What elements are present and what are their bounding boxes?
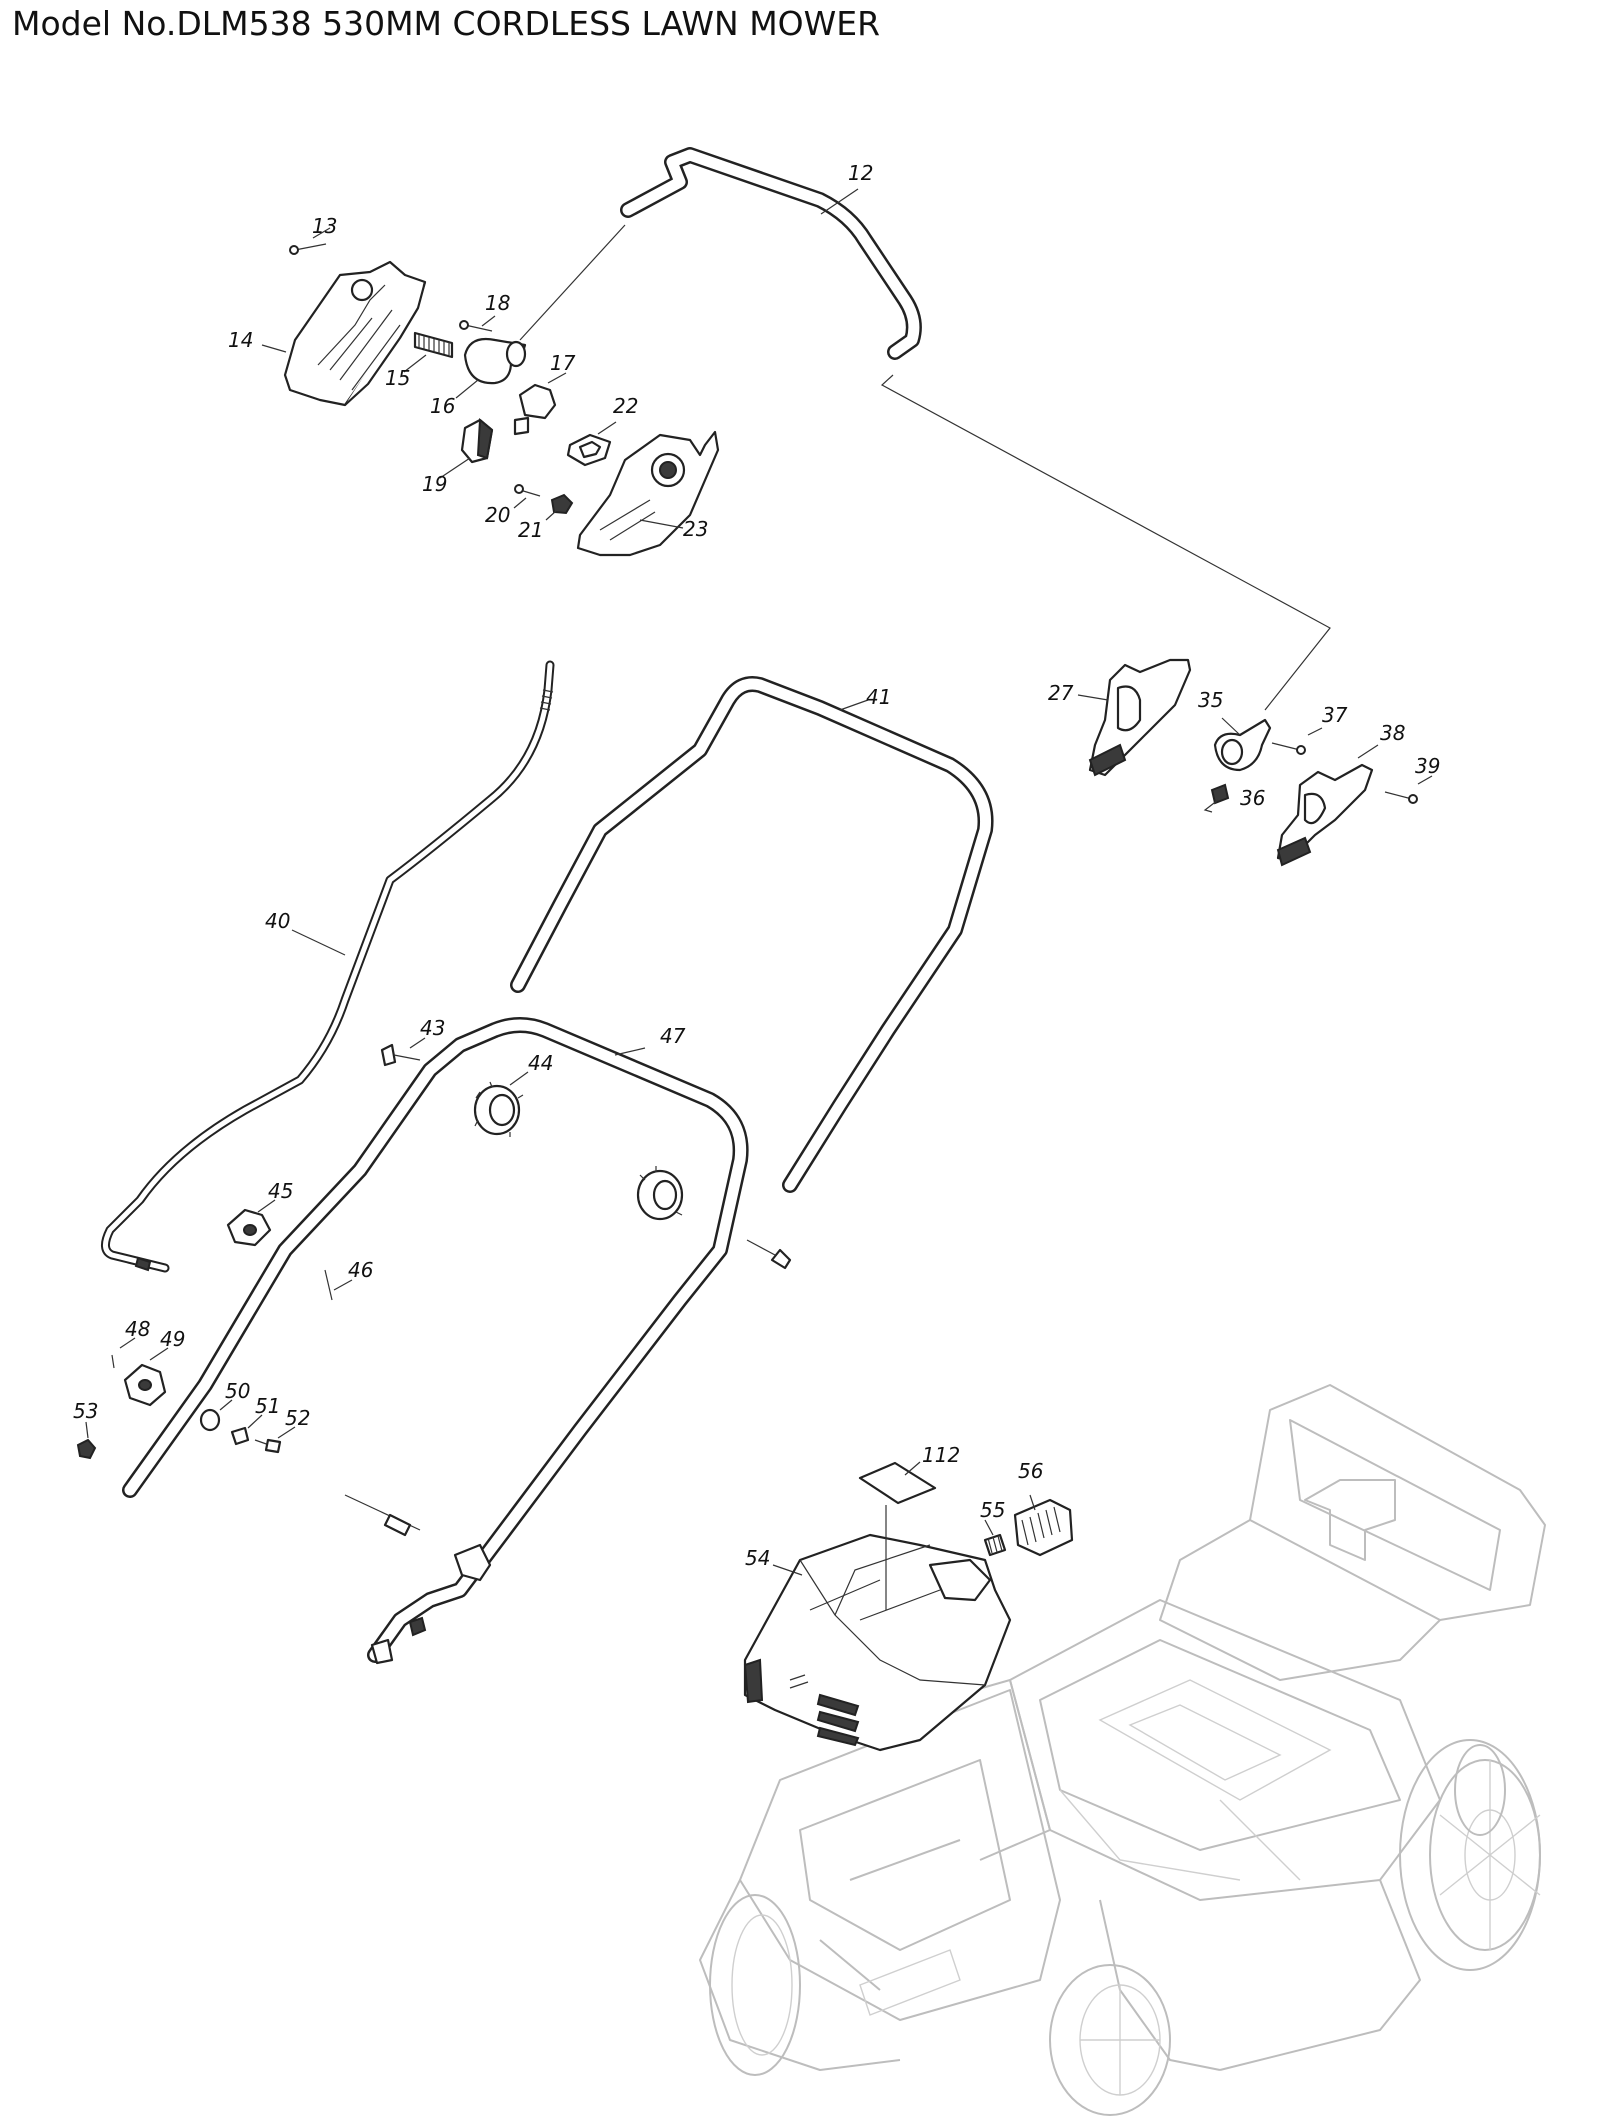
part-17-adjust-knob[interactable] bbox=[513, 372, 567, 436]
callout-54: 54 bbox=[745, 1546, 770, 1570]
callout-22: 22 bbox=[613, 394, 638, 418]
part-19-block[interactable] bbox=[439, 417, 494, 479]
callout-38: 38 bbox=[1380, 721, 1405, 745]
part-16-clamp[interactable] bbox=[455, 337, 527, 399]
part-47-lower-handle[interactable] bbox=[122, 1017, 749, 1663]
callout-55: 55 bbox=[980, 1498, 1005, 1522]
part-37-screw[interactable] bbox=[1271, 727, 1323, 755]
part-41-middle-handle[interactable] bbox=[510, 676, 994, 1193]
callout-56: 56 bbox=[1018, 1459, 1043, 1483]
callout-13: 13 bbox=[312, 214, 337, 238]
callout-112: 112 bbox=[922, 1443, 960, 1467]
callout-27: 27 bbox=[1048, 681, 1074, 705]
callout-48: 48 bbox=[125, 1317, 150, 1341]
callout-15: 15 bbox=[385, 366, 410, 390]
callout-41: 41 bbox=[866, 685, 891, 709]
callout-21: 21 bbox=[518, 518, 543, 542]
part-18-screw[interactable] bbox=[459, 315, 496, 332]
part-36-spring[interactable] bbox=[1203, 783, 1230, 813]
callout-45: 45 bbox=[268, 1179, 293, 1203]
callout-36: 36 bbox=[1240, 786, 1265, 810]
part-lower-fittings[interactable] bbox=[344, 1494, 492, 1665]
part-44-star-knob[interactable] bbox=[473, 1071, 529, 1137]
part-20-screw[interactable] bbox=[513, 484, 541, 509]
callout-52: 52 bbox=[285, 1406, 310, 1430]
part-52-bolt[interactable] bbox=[254, 1426, 296, 1454]
part-43-bolt[interactable] bbox=[380, 1037, 426, 1067]
callout-17: 17 bbox=[550, 351, 576, 375]
callout-40: 40 bbox=[265, 909, 290, 933]
part-54-battery-cover[interactable] bbox=[743, 1505, 1012, 1752]
part-53-nut[interactable] bbox=[76, 1421, 97, 1460]
part-48-pin[interactable] bbox=[111, 1337, 136, 1369]
callout-44: 44 bbox=[528, 1051, 553, 1075]
part-13-screw[interactable] bbox=[289, 227, 331, 255]
part-49-bracket[interactable] bbox=[123, 1347, 169, 1407]
callout-51: 51 bbox=[255, 1394, 280, 1418]
callout-19: 19 bbox=[422, 472, 447, 496]
mower-body-outline bbox=[699, 1384, 1546, 2116]
part-21-nut[interactable] bbox=[545, 493, 574, 521]
callout-46: 46 bbox=[348, 1258, 373, 1282]
leader-12-to-35 bbox=[880, 374, 1331, 711]
part-50-bushing[interactable] bbox=[199, 1399, 233, 1432]
callout-12: 12 bbox=[848, 161, 873, 185]
part-35-clamp[interactable] bbox=[1213, 717, 1272, 772]
part-14-handle-bracket[interactable] bbox=[261, 260, 427, 407]
callout-20: 20 bbox=[485, 503, 510, 527]
part-12-upper-handle[interactable] bbox=[620, 147, 922, 360]
callout-53: 53 bbox=[73, 1399, 98, 1423]
part-15-spring[interactable] bbox=[403, 331, 454, 373]
part-23-lower-bracket[interactable] bbox=[576, 430, 720, 557]
callout-47: 47 bbox=[660, 1024, 686, 1048]
part-39-screw[interactable] bbox=[1384, 775, 1433, 804]
part-27-bracket[interactable] bbox=[1077, 658, 1192, 777]
part-38-bracket[interactable] bbox=[1276, 744, 1379, 867]
part-56-terminal[interactable] bbox=[1013, 1494, 1074, 1557]
part-51-spring[interactable] bbox=[230, 1414, 263, 1446]
part-45-clip[interactable] bbox=[226, 1199, 276, 1247]
callout-35: 35 bbox=[1198, 688, 1223, 712]
callout-18: 18 bbox=[485, 291, 510, 315]
part-46-screw[interactable] bbox=[324, 1269, 353, 1301]
callout-labels: 12 13 14 15 16 17 18 19 20 21 22 23 27 3… bbox=[73, 161, 1440, 1570]
callout-39: 39 bbox=[1415, 754, 1440, 778]
leader-12-to-16 bbox=[519, 224, 626, 341]
part-55-spring[interactable] bbox=[983, 1519, 1007, 1557]
callout-23: 23 bbox=[683, 517, 708, 541]
part-112-label[interactable] bbox=[858, 1461, 937, 1505]
page-title: Model No.DLM538 530MM CORDLESS LAWN MOWE… bbox=[12, 4, 881, 43]
callout-14: 14 bbox=[228, 328, 253, 352]
callout-16: 16 bbox=[430, 394, 455, 418]
part-40-cable[interactable] bbox=[101, 660, 555, 1273]
part-bolt-right[interactable] bbox=[746, 1239, 792, 1270]
part-knob-right[interactable] bbox=[636, 1166, 684, 1221]
callout-43: 43 bbox=[420, 1016, 445, 1040]
callout-49: 49 bbox=[160, 1327, 185, 1351]
callout-50: 50 bbox=[225, 1379, 250, 1403]
callout-37: 37 bbox=[1322, 703, 1348, 727]
part-22-cap[interactable] bbox=[566, 421, 617, 467]
